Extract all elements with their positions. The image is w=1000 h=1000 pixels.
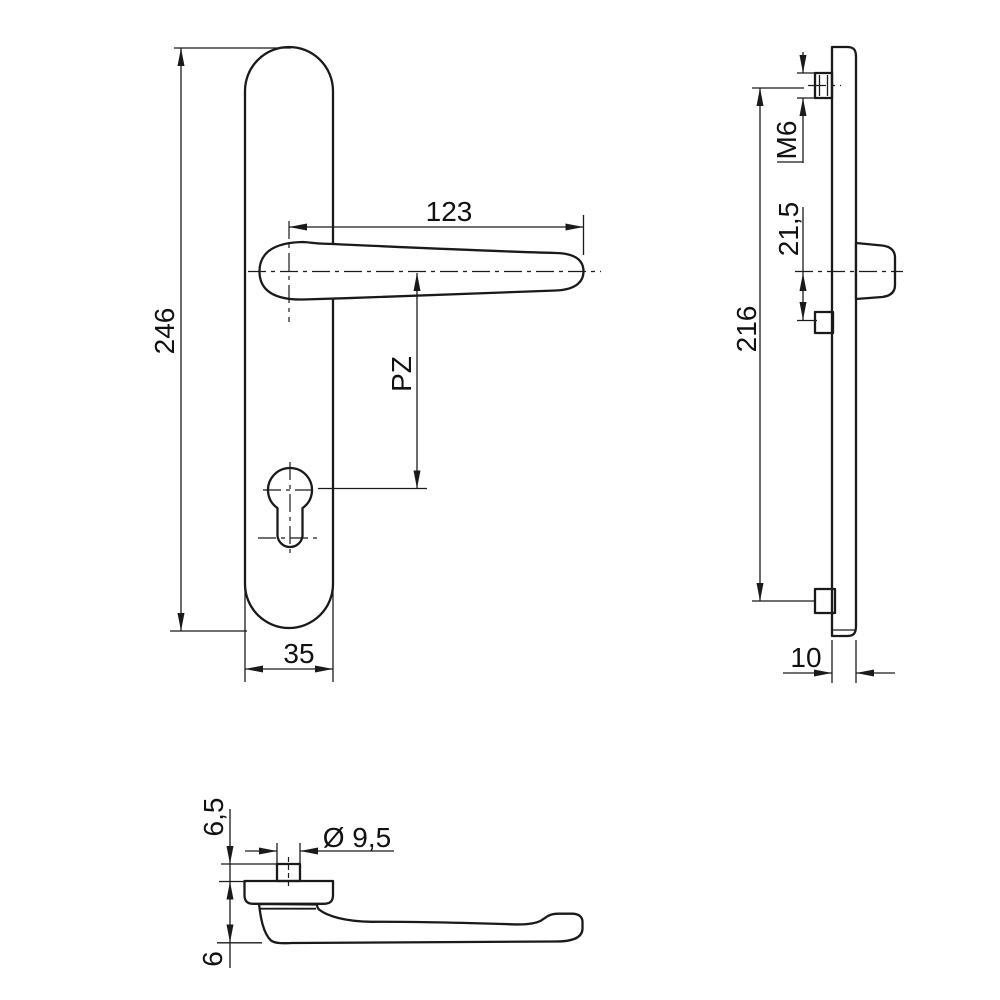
dimension-thread-m6: M6 xyxy=(771,52,833,163)
dimension-spindle-diameter: Ø 9,5 xyxy=(245,822,394,866)
arrowhead-left xyxy=(245,665,263,673)
arrowhead-down xyxy=(799,302,807,320)
dim-label-6: 6 xyxy=(197,951,228,967)
arrowhead-down xyxy=(799,55,807,73)
dimension-plate-width: 35 xyxy=(244,585,334,682)
dimension-fixing-centres: 216 xyxy=(731,87,816,602)
arrowhead-left xyxy=(856,669,874,677)
arrowhead-down xyxy=(226,846,234,864)
arrowhead-up xyxy=(177,48,185,66)
arrowhead-left xyxy=(300,847,318,855)
middle-screw xyxy=(813,310,835,335)
flange-outline xyxy=(243,879,335,905)
dim-label-123: 123 xyxy=(426,196,473,227)
arrowhead-up xyxy=(413,273,421,291)
arrowhead-up xyxy=(756,88,764,106)
side-view: M6 21,5 216 10 xyxy=(731,45,903,683)
arrowhead-down xyxy=(756,583,764,601)
dim-label-diameter: Ø 9,5 xyxy=(323,822,391,853)
dim-label-216: 216 xyxy=(731,306,762,353)
grip-outline xyxy=(257,902,584,945)
arrowhead-down xyxy=(413,470,421,489)
arrowhead-down xyxy=(177,613,185,631)
dimension-plate-thickness: 10 xyxy=(783,640,895,683)
dimension-pz: PZ xyxy=(318,273,427,490)
arrowhead-up xyxy=(799,273,807,291)
dim-label-10: 10 xyxy=(790,642,821,673)
arrowhead-down xyxy=(226,924,234,943)
arrowhead-right xyxy=(259,847,277,855)
dim-label-6-5: 6,5 xyxy=(198,798,229,837)
dim-label-35: 35 xyxy=(283,638,314,669)
arrowhead-right xyxy=(315,665,333,673)
arrowhead-right xyxy=(814,669,832,677)
arrowhead-right xyxy=(565,223,584,231)
lever-outline xyxy=(258,240,585,301)
arrowhead-up xyxy=(799,98,807,116)
arrowhead-left xyxy=(289,223,307,231)
dimension-lever-length: 123 xyxy=(289,196,585,255)
profile-view: Ø 9,5 6,5 6 xyxy=(197,798,584,968)
dim-label-246: 246 xyxy=(149,308,180,355)
dimension-plate-height: 246 xyxy=(149,47,291,632)
dim-label-21-5: 21,5 xyxy=(773,202,804,257)
front-view: 246 123 35 PZ xyxy=(149,45,601,682)
dimension-spindle-protrusion-and-thickness: 6,5 6 xyxy=(197,798,278,968)
dim-label-pz: PZ xyxy=(386,356,417,392)
plate-side-outline xyxy=(830,45,858,638)
arrowhead-up xyxy=(226,881,234,900)
dim-label-m6: M6 xyxy=(771,121,802,160)
dimension-hub-to-screw: 21,5 xyxy=(773,202,817,322)
